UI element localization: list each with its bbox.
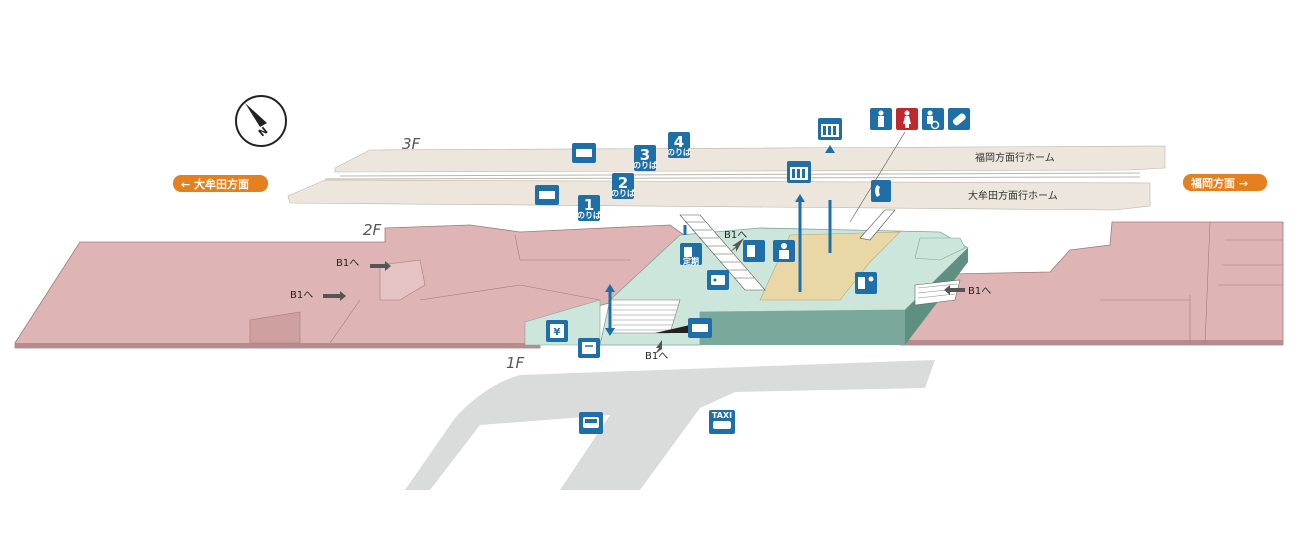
- svg-text:¥: ¥: [554, 327, 561, 338]
- direction-left-badge[interactable]: ← 大牟田方面: [173, 175, 268, 192]
- leader-line: [849, 131, 906, 223]
- floor-label-1f: 1F: [506, 354, 525, 372]
- svg-text:のりば: のりば: [667, 147, 691, 157]
- platform-name-lower: 大牟田方面行ホーム: [968, 189, 1058, 202]
- platform-lower: [287, 179, 1151, 211]
- taxi-label: TAXI: [712, 411, 732, 420]
- b1-arrow-left-upper[interactable]: B1へ: [336, 258, 391, 271]
- waiting-room-icon[interactable]: [688, 318, 712, 338]
- svg-text:4: 4: [674, 133, 684, 151]
- ticket-office-icon[interactable]: [773, 240, 795, 262]
- ticket-machine-icon[interactable]: [743, 240, 765, 262]
- svg-text:B1へ: B1へ: [968, 286, 991, 297]
- right-building: [899, 221, 1284, 346]
- road-area: [405, 360, 935, 490]
- svg-text:のりば: のりば: [633, 160, 657, 170]
- commuter-pass-label: 定期: [682, 256, 699, 266]
- stairs: [679, 209, 896, 291]
- direction-right-label: 福岡方面 →: [1190, 176, 1248, 190]
- atm-icon[interactable]: ¥: [546, 320, 568, 342]
- svg-text:1: 1: [584, 196, 594, 214]
- svg-text:のりば: のりば: [577, 210, 601, 220]
- b1-arrow-bottom[interactable]: B1へ: [645, 340, 668, 362]
- elevator-arrows: [605, 145, 835, 336]
- platform-upper: [334, 145, 1166, 173]
- b1-arrow-right[interactable]: B1へ: [944, 285, 991, 297]
- coin-locker-icon[interactable]: [707, 270, 729, 290]
- compass-north-icon: N: [235, 95, 287, 147]
- direction-right-badge[interactable]: 福岡方面 →: [1183, 174, 1267, 191]
- telephone-icon[interactable]: [871, 180, 891, 202]
- waiting-room-icon[interactable]: [572, 143, 596, 163]
- station-staff-icon[interactable]: [855, 272, 877, 294]
- direction-left-label: ← 大牟田方面: [181, 177, 249, 191]
- elevator-icon[interactable]: [787, 161, 811, 183]
- b1-arrow-concourse[interactable]: B1へ: [724, 230, 747, 252]
- elevator-shafts: [608, 200, 832, 330]
- left-building: [14, 224, 706, 349]
- b1-arrow-left-lower[interactable]: B1へ: [290, 290, 346, 301]
- bus-icon[interactable]: [579, 412, 603, 434]
- taxi-icon[interactable]: TAXI: [709, 410, 735, 434]
- svg-text:B1へ: B1へ: [290, 290, 313, 301]
- platform-badge-3[interactable]: 3 のりば: [633, 145, 657, 171]
- tracks: [324, 172, 1141, 180]
- svg-text:のりば: のりば: [611, 188, 635, 198]
- svg-text:B1へ: B1へ: [336, 258, 359, 269]
- women-toilet-icon[interactable]: [896, 108, 918, 130]
- svg-text:B1へ: B1へ: [645, 351, 668, 362]
- ticket-machine-icon[interactable]: 定期: [680, 243, 702, 266]
- baby-bottle-icon[interactable]: [948, 108, 970, 130]
- waiting-room-icon[interactable]: [535, 185, 559, 205]
- postbox-icon[interactable]: [578, 338, 600, 358]
- floor-label-2f: 2F: [363, 221, 382, 239]
- platform-name-upper: 福岡方面行ホーム: [975, 151, 1055, 164]
- platform-badge-4[interactable]: 4 のりば: [667, 132, 691, 158]
- floor-label-3f: 3F: [402, 135, 421, 153]
- svg-text:B1へ: B1へ: [724, 230, 747, 241]
- svg-text:2: 2: [618, 174, 628, 192]
- svg-text:3: 3: [640, 146, 650, 164]
- men-toilet-icon[interactable]: [870, 108, 892, 130]
- platform-badge-1[interactable]: 1 のりば: [577, 195, 601, 221]
- accessible-toilet-icon[interactable]: [922, 108, 944, 130]
- platform-badge-2[interactable]: 2 のりば: [611, 173, 635, 199]
- elevator-icon[interactable]: [818, 118, 842, 140]
